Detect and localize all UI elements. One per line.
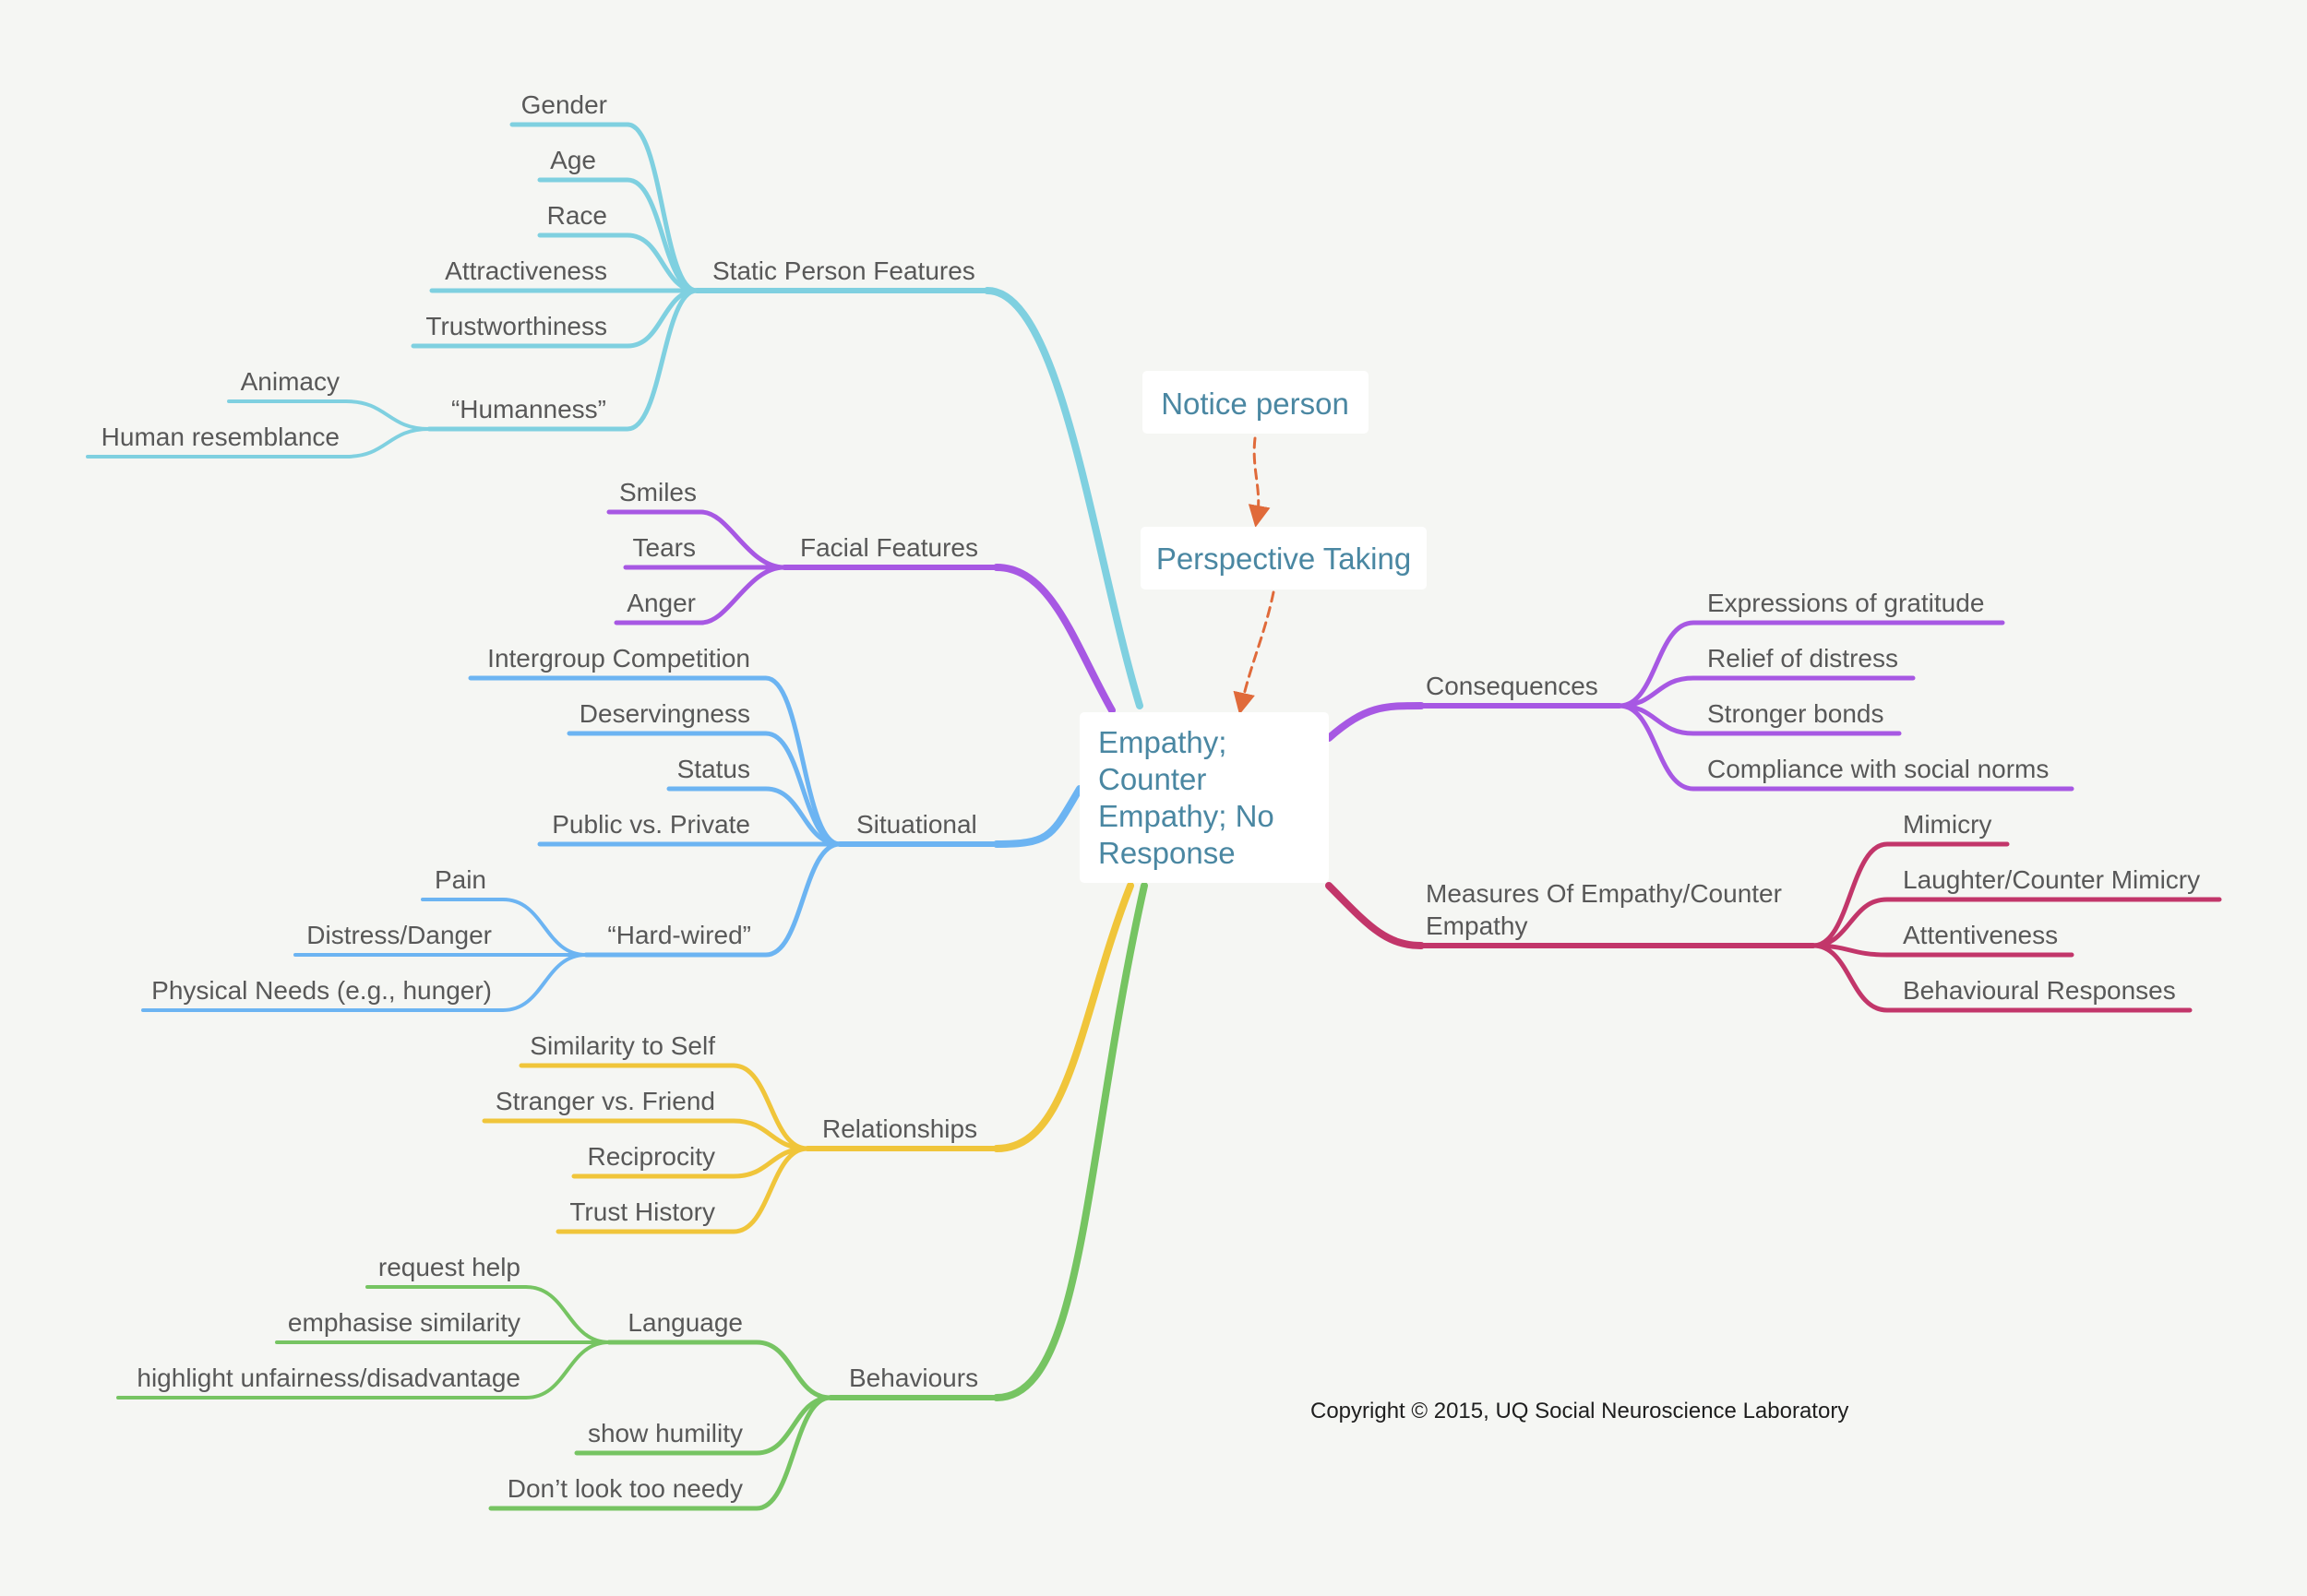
node-trustworthiness[interactable]: Trustworthiness	[425, 312, 607, 340]
connector-language-request-help	[365, 1285, 611, 1344]
central-topic-box[interactable]: Empathy; Counter Empathy; No Response	[1080, 712, 1329, 883]
node-race[interactable]: Race	[547, 201, 607, 230]
connector-measures-mimicry	[1811, 841, 2010, 948]
node-stronger-bonds[interactable]: Stronger bonds	[1707, 699, 1883, 728]
connector-measures-behavioural	[1811, 943, 2193, 1013]
node-compliance-social-norms[interactable]: Compliance with social norms	[1707, 755, 2049, 783]
connector-relationships-similarity	[519, 1063, 810, 1151]
branch-situational[interactable]: Situational	[856, 810, 977, 839]
central-topic-line-2: Counter	[1098, 762, 1206, 796]
connector-consequences-gratitude	[1617, 620, 2005, 709]
branch-measures-line-2: Empathy	[1426, 911, 1528, 940]
node-expressions-of-gratitude[interactable]: Expressions of gratitude	[1707, 589, 1984, 617]
node-show-humility[interactable]: show humility	[588, 1419, 743, 1447]
branch-behaviours[interactable]: Behaviours	[849, 1364, 978, 1392]
node-laughter-counter-mimicry[interactable]: Laughter/Counter Mimicry	[1903, 865, 2200, 894]
connector-central-consequences	[1325, 702, 1425, 742]
node-stranger-vs-friend[interactable]: Stranger vs. Friend	[496, 1087, 715, 1115]
connector-hardwired-physical-needs	[141, 953, 588, 1012]
connector-facial-smiles	[606, 509, 787, 570]
connector-central-facial	[993, 564, 1116, 714]
branch-measures[interactable]: Measures Of Empathy/Counter Empathy	[1426, 879, 1782, 940]
connector-humanness-animacy	[227, 399, 431, 431]
node-highlight-unfairness[interactable]: highlight unfairness/disadvantage	[137, 1364, 520, 1392]
connector-situational-hardwired	[583, 841, 843, 958]
node-smiles[interactable]: Smiles	[619, 478, 697, 506]
arrow-perspective-to-central	[1233, 590, 1275, 715]
connector-consequences-compliance	[1617, 703, 2074, 792]
node-animacy[interactable]: Animacy	[241, 367, 340, 396]
connector-central-relationships	[993, 882, 1134, 1152]
connector-humanness-human-resemblance	[86, 427, 431, 459]
connector-central-situational	[993, 785, 1083, 848]
connector-situational-status	[666, 786, 843, 847]
central-topic-line-4: Response	[1098, 836, 1236, 870]
node-reciprocity[interactable]: Reciprocity	[588, 1142, 715, 1171]
connector-behaviours-language	[606, 1340, 833, 1400]
node-mimicry[interactable]: Mimicry	[1903, 810, 1991, 839]
connector-central-behaviours	[993, 882, 1148, 1401]
node-pain[interactable]: Pain	[435, 865, 486, 894]
node-gender[interactable]: Gender	[521, 90, 607, 119]
node-trust-history[interactable]: Trust History	[569, 1197, 715, 1226]
node-attractiveness[interactable]: Attractiveness	[445, 256, 607, 285]
central-topic-line-1: Empathy;	[1098, 725, 1226, 759]
process-box-notice-person[interactable]: Notice person	[1142, 371, 1369, 434]
connector-measures-laughter	[1811, 897, 2222, 948]
connector-central-measures	[1325, 882, 1425, 949]
connector-facial-anger	[614, 565, 787, 625]
node-human-resemblance[interactable]: Human resemblance	[102, 423, 340, 451]
connector-static-race	[537, 232, 699, 293]
node-similarity-to-self[interactable]: Similarity to Self	[530, 1031, 715, 1060]
node-language[interactable]: Language	[628, 1308, 743, 1337]
branch-consequences[interactable]: Consequences	[1426, 672, 1598, 700]
connector-situational-deservingness	[567, 731, 843, 847]
node-distress-danger[interactable]: Distress/Danger	[306, 921, 492, 949]
branch-facial-features[interactable]: Facial Features	[800, 533, 978, 562]
perspective-taking-label: Perspective Taking	[1156, 542, 1411, 576]
connector-hardwired-pain	[421, 898, 588, 957]
node-humanness[interactable]: “Humanness”	[451, 395, 606, 423]
connector-behaviours-needy	[488, 1395, 833, 1511]
node-physical-needs[interactable]: Physical Needs (e.g., hunger)	[151, 976, 492, 1005]
node-dont-look-too-needy[interactable]: Don’t look too needy	[508, 1474, 743, 1503]
branch-static-person-features[interactable]: Static Person Features	[712, 256, 975, 285]
branch-measures-line-1: Measures Of Empathy/Counter	[1426, 879, 1782, 908]
node-attentiveness[interactable]: Attentiveness	[1903, 921, 2058, 949]
copyright-notice: Copyright © 2015, UQ Social Neuroscience…	[1310, 1399, 1848, 1423]
central-topic-line-3: Empathy; No	[1098, 799, 1274, 833]
connector-static-humanness	[426, 288, 699, 432]
node-hard-wired[interactable]: “Hard-wired”	[607, 921, 751, 949]
process-box-perspective-taking[interactable]: Perspective Taking	[1141, 527, 1427, 590]
connector-relationships-trust	[556, 1146, 810, 1234]
branch-relationships[interactable]: Relationships	[822, 1114, 977, 1143]
connector-language-highlight	[116, 1340, 611, 1399]
node-tears[interactable]: Tears	[633, 533, 696, 562]
node-intergroup-competition[interactable]: Intergroup Competition	[487, 644, 750, 673]
connector-central-static	[984, 287, 1143, 709]
connector-static-age	[537, 177, 699, 293]
node-emphasise-similarity[interactable]: emphasise similarity	[288, 1308, 520, 1337]
node-relief-of-distress[interactable]: Relief of distress	[1707, 644, 1898, 673]
connector-static-trustworthiness	[411, 288, 699, 349]
arrow-notice-to-perspective	[1248, 436, 1271, 528]
node-public-vs-private[interactable]: Public vs. Private	[552, 810, 750, 839]
node-request-help[interactable]: request help	[378, 1253, 520, 1281]
node-age[interactable]: Age	[550, 146, 596, 174]
node-deservingness[interactable]: Deservingness	[580, 699, 750, 728]
node-behavioural-responses[interactable]: Behavioural Responses	[1903, 976, 2176, 1005]
notice-person-label: Notice person	[1161, 387, 1349, 421]
node-status[interactable]: Status	[677, 755, 750, 783]
node-anger[interactable]: Anger	[627, 589, 696, 617]
